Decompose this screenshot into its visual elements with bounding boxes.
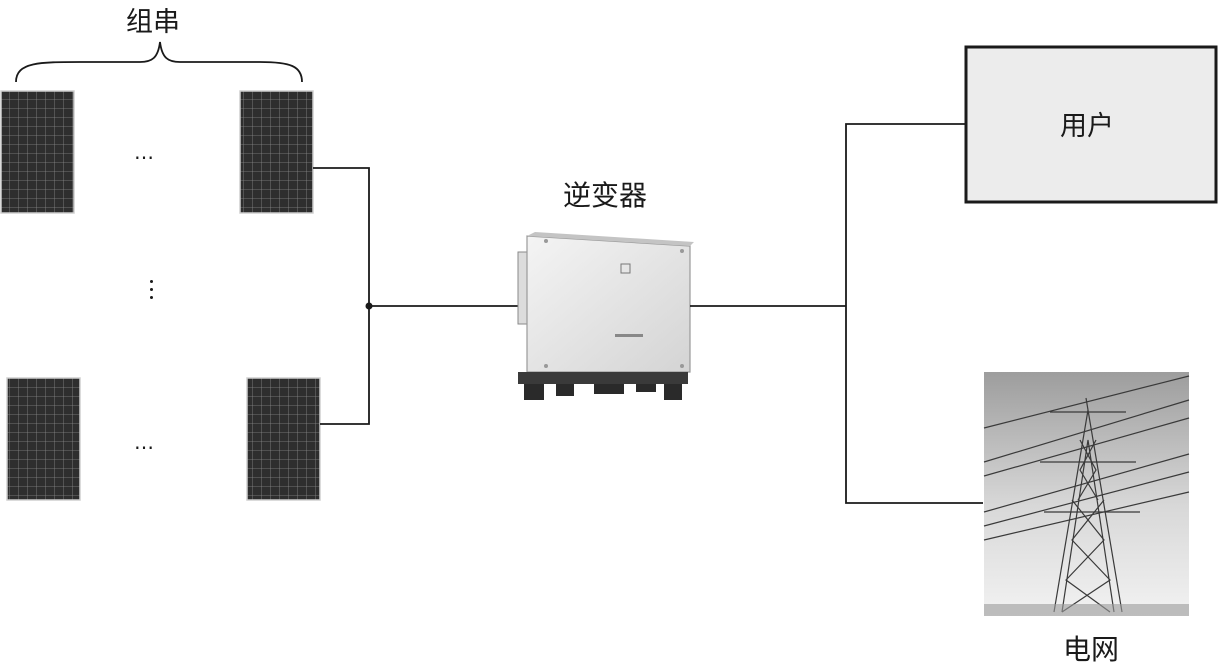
solar-panel-icon <box>1 91 74 213</box>
solar-panel-icon <box>240 91 313 213</box>
grid-label: 电网 <box>1063 628 1119 668</box>
solar-panel-icon <box>7 378 80 500</box>
string-brace <box>16 42 302 82</box>
string-label: 组串 <box>126 0 180 39</box>
vertical-ellipsis <box>150 280 154 304</box>
ellipsis-bottom: … <box>134 430 155 454</box>
junction-dot <box>366 303 373 310</box>
dc-wiring <box>313 168 518 424</box>
ac-wiring <box>690 124 983 503</box>
inverter-label: 逆变器 <box>563 174 647 214</box>
inverter-icon <box>518 232 694 400</box>
ellipsis-top: … <box>134 140 155 164</box>
user-label: 用户 <box>1060 104 1114 143</box>
power-tower-icon <box>984 372 1189 616</box>
solar-panel-icon <box>247 378 320 500</box>
